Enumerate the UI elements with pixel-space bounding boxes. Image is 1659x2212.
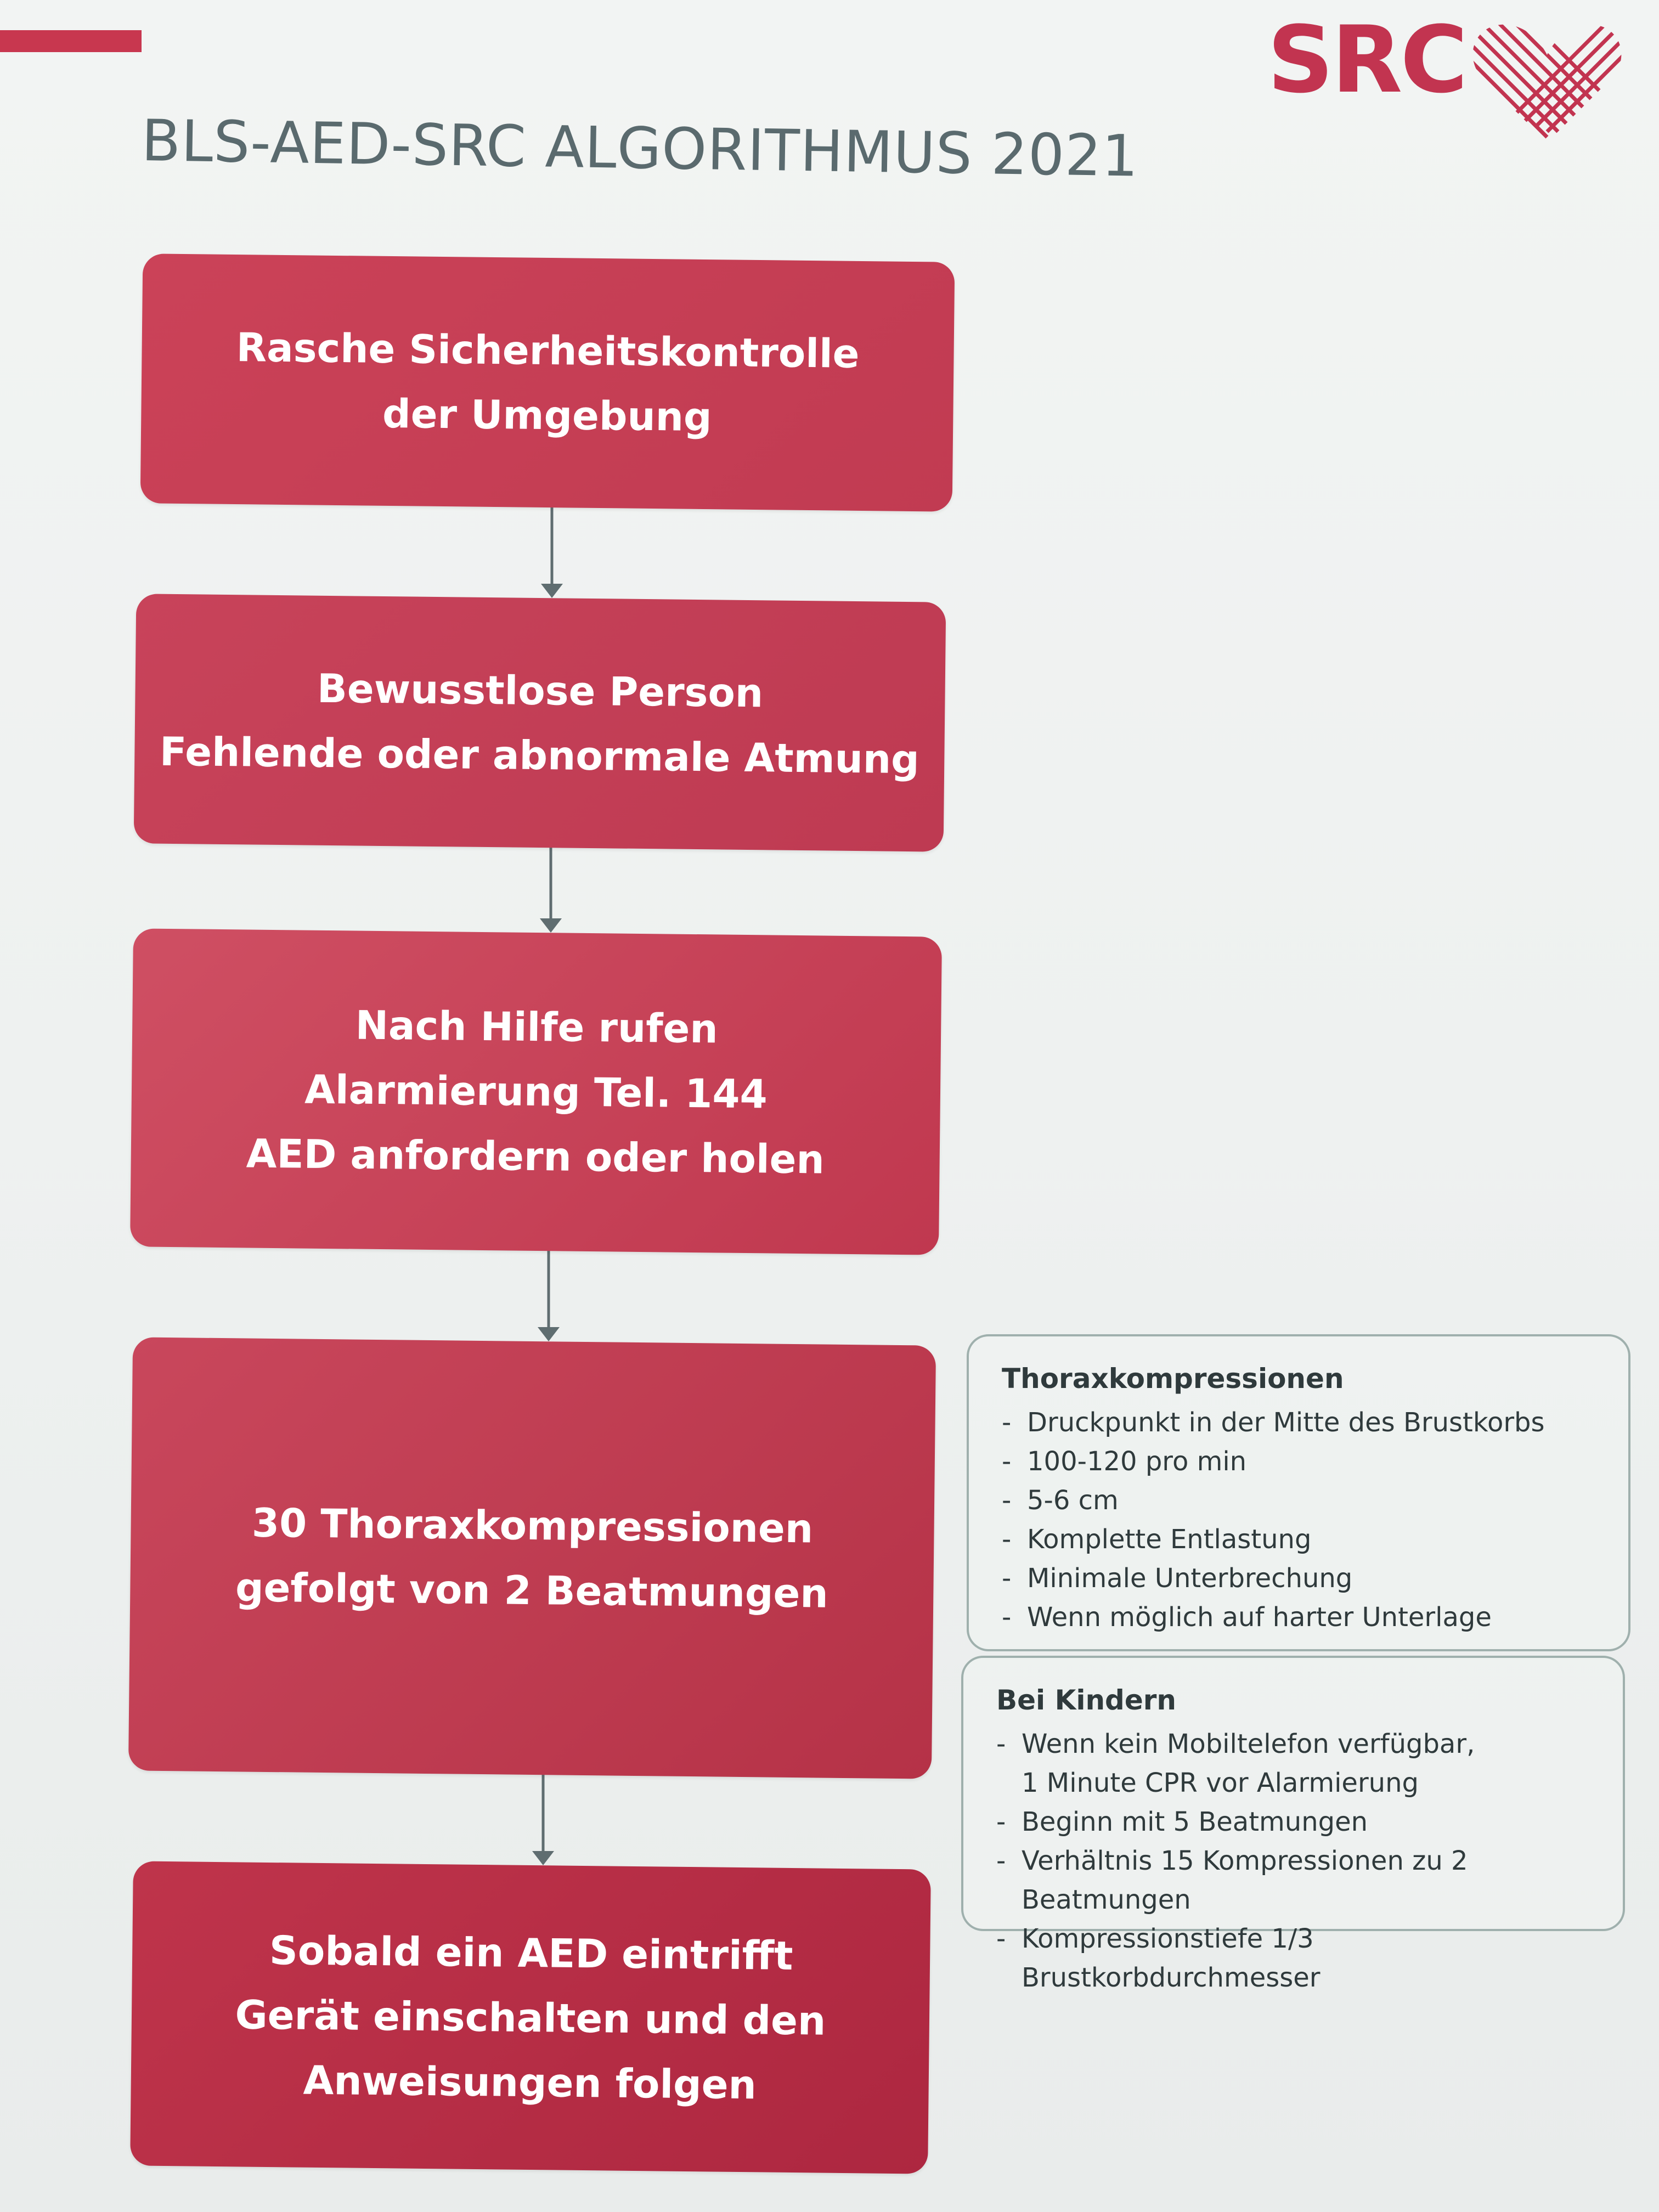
- step-5-line-2: Gerät einschalten und den: [235, 1991, 826, 2044]
- step-3-line-2: Alarmierung Tel. 144: [304, 1066, 768, 1118]
- step-safety-check: Rasche Sicherheitskontrolle der Umgebung: [140, 253, 955, 512]
- corner-accent-bar: [0, 30, 142, 52]
- src-logo: SRC: [1267, 11, 1651, 148]
- arrowhead-4-5: [532, 1851, 554, 1865]
- info-box-children: Bei Kindern Wenn kein Mobiltelefon verfü…: [961, 1656, 1625, 1993]
- arrowhead-1-2: [541, 584, 563, 598]
- logo-text: SRC: [1267, 6, 1468, 114]
- list-item: Kompressionstiefe 1/3 Brustkorbdurchmess…: [996, 1920, 1590, 1997]
- step-5-line-1: Sobald ein AED eintrifft: [269, 1927, 793, 1979]
- step-4-line-2: gefolgt von 2 Beatmungen: [235, 1564, 829, 1617]
- step-1-line-2: der Umgebung: [382, 390, 712, 440]
- list-item: Wenn kein Mobiltelefon verfügbar, 1 Minu…: [996, 1725, 1590, 1803]
- step-4-line-1: 30 Thoraxkompressionen: [251, 1499, 814, 1552]
- list-item: 5-6 cm: [1002, 1481, 1595, 1520]
- step-1-line-1: Rasche Sicherheitskontrolle: [236, 324, 860, 377]
- list-item: Komplette Entlastung: [1002, 1520, 1595, 1559]
- info-box-heading: Thoraxkompressionen: [1002, 1363, 1344, 1395]
- info-box-heading: Bei Kindern: [996, 1684, 1177, 1716]
- list-item: Wenn möglich auf harter Unterlage: [1002, 1598, 1595, 1637]
- list-item: Druckpunkt in der Mitte des Brustkorbs: [1002, 1403, 1595, 1442]
- arrowhead-2-3: [540, 918, 562, 933]
- info-box-compressions: Thoraxkompressionen Druckpunkt in der Mi…: [967, 1334, 1630, 1651]
- list-item: 100-120 pro min: [1002, 1442, 1595, 1481]
- striped-heart-icon: [1472, 24, 1622, 139]
- step-5-line-3: Anweisungen folgen: [303, 2057, 757, 2108]
- step-3-line-1: Nach Hilfe rufen: [355, 1002, 719, 1052]
- step-3-line-3: AED anfordern oder holen: [246, 1130, 825, 1183]
- step-2-line-1: Bewusstlose Person: [317, 665, 764, 716]
- arrowhead-3-4: [538, 1327, 560, 1341]
- step-call-for-help: Nach Hilfe rufen Alarmierung Tel. 144 AE…: [130, 928, 942, 1255]
- step-compressions: 30 Thoraxkompressionen gefolgt von 2 Bea…: [128, 1337, 936, 1779]
- step-unconscious-person: Bewusstlose Person Fehlende oder abnorma…: [133, 594, 946, 852]
- step-2-line-2: Fehlende oder abnormale Atmung: [159, 728, 920, 782]
- step-aed-arrives: Sobald ein AED eintrifft Gerät einschalt…: [130, 1861, 931, 2174]
- list-item: Minimale Unterbrechung: [1002, 1559, 1595, 1598]
- list-item: Verhältnis 15 Kompressionen zu 2 Beatmun…: [996, 1842, 1590, 1920]
- list-item: Beginn mit 5 Beatmungen: [996, 1803, 1590, 1842]
